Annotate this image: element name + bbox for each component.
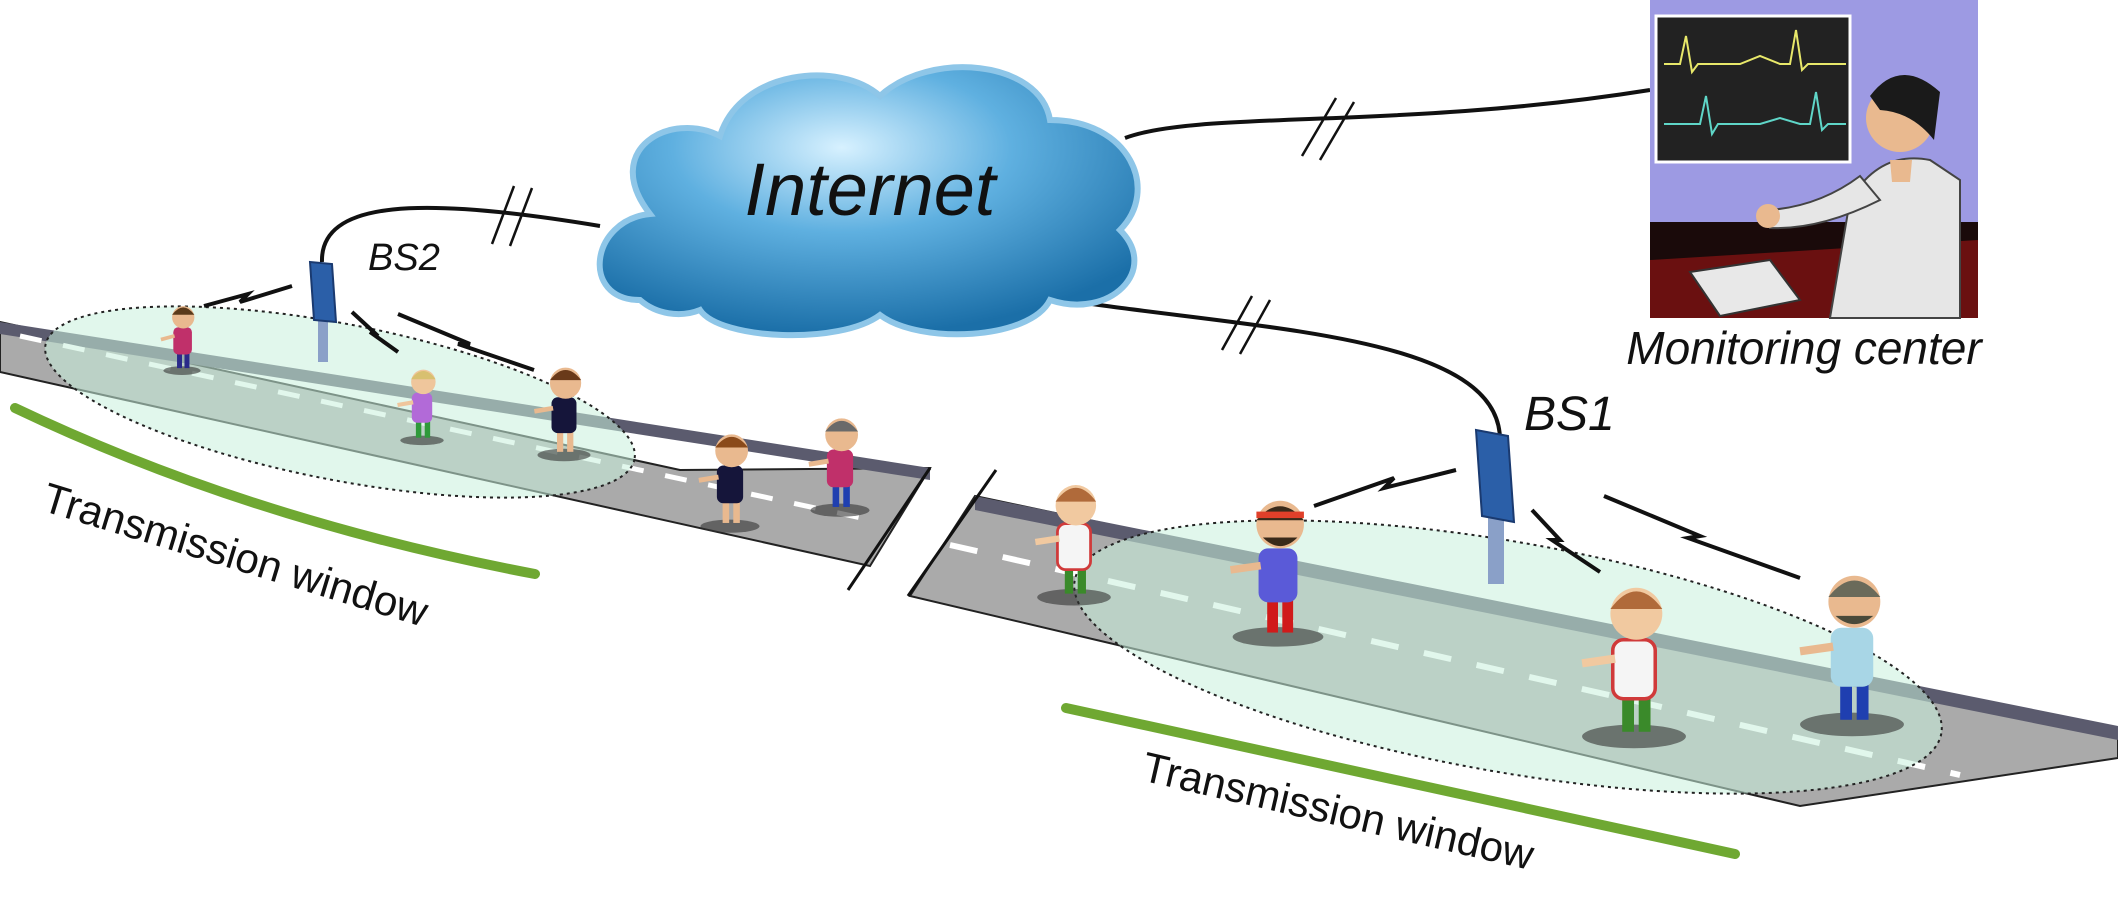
runner-icon	[533, 367, 591, 462]
runner-icon	[1799, 575, 1904, 737]
radio-links	[203, 284, 1801, 580]
runner-icon	[397, 369, 444, 446]
link-bs2-internet	[319, 205, 601, 263]
ecg-monitor-icon	[1654, 14, 1852, 164]
cloud-label: Internet	[745, 148, 999, 231]
link-internet-monitoring	[1124, 88, 1651, 140]
runner-icon	[1581, 587, 1686, 749]
base-station-icon	[308, 260, 338, 324]
runner-icon	[1229, 500, 1324, 647]
radio-link-bs1-b	[1530, 508, 1602, 574]
radio-link-bs2-c	[397, 312, 535, 372]
keyboard-paper	[1688, 258, 1802, 318]
runner-icon	[1034, 485, 1111, 606]
bs2-coverage-area	[44, 305, 636, 499]
runner-icon	[808, 418, 870, 517]
bs1-label: BS1	[1524, 388, 1615, 441]
operator-icon	[1756, 74, 1961, 319]
runner-icon	[160, 306, 201, 375]
base-station-bs1: BS1	[1474, 388, 1615, 584]
runner-icon	[698, 434, 760, 533]
bs2-pole	[318, 300, 328, 362]
road-break	[846, 467, 998, 597]
radio-link-bs2-b	[350, 310, 400, 354]
window-bar-right	[1061, 703, 1740, 859]
bs2-label: BS2	[368, 237, 440, 279]
base-station-bs2: BS2	[308, 237, 440, 362]
window-bar-left	[10, 403, 540, 579]
radio-link-bs1-a	[1313, 468, 1457, 508]
monitoring-center: Monitoring center	[1626, 0, 1983, 374]
radio-link-bs1-c	[1603, 494, 1801, 580]
cloud-icon: Internet	[596, 64, 1141, 339]
cloud-shape	[596, 64, 1141, 339]
link-internet-bs1	[1039, 294, 1502, 441]
bs1-pole	[1488, 500, 1504, 584]
wired-links	[319, 88, 1651, 441]
monitoring-label: Monitoring center	[1626, 322, 1983, 374]
base-station-icon	[1474, 428, 1516, 524]
runners	[160, 306, 1904, 749]
radio-link-bs2-a	[203, 284, 293, 308]
